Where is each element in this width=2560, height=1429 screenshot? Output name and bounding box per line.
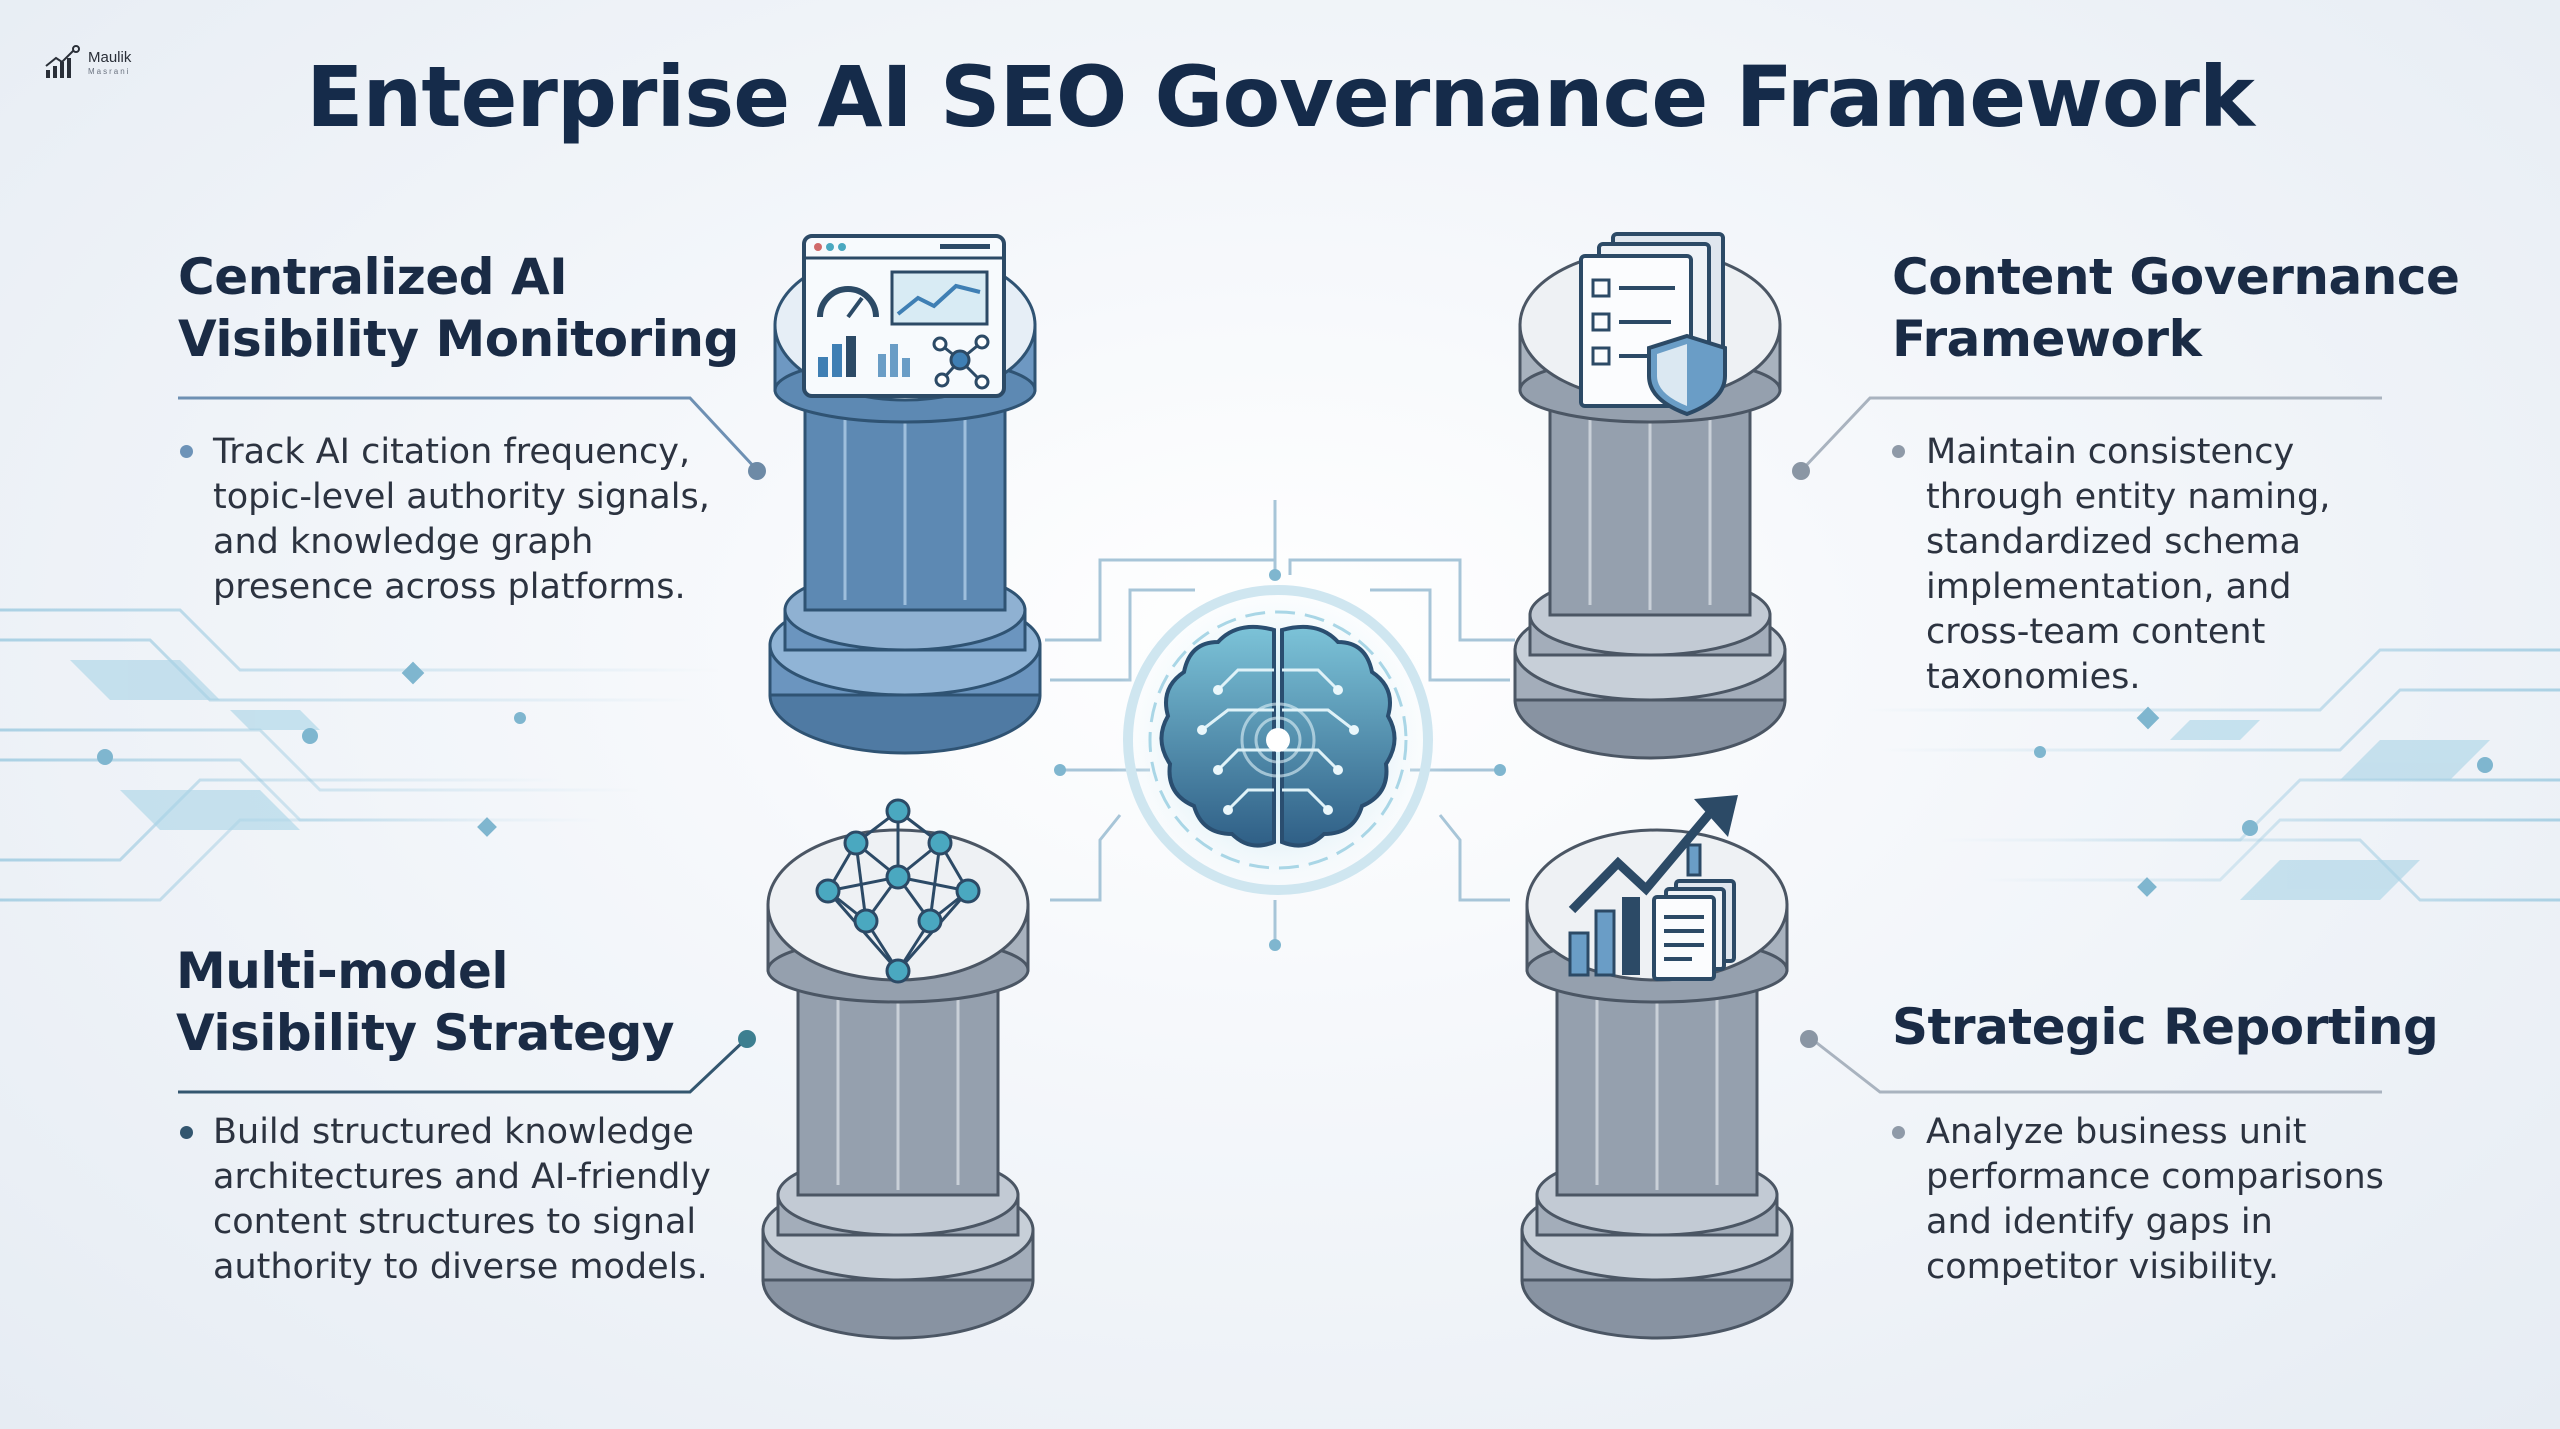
document-shield-icon — [1579, 232, 1727, 417]
neural-network-icon — [815, 798, 981, 984]
description-line: implementation, and — [1926, 567, 2292, 607]
heading-line: Multi-model — [176, 942, 509, 1000]
pillar-description: Maintain consistency through entity nami… — [1926, 430, 2330, 700]
brain-circuit-icon — [1108, 580, 1448, 900]
page-title: Enterprise AI SEO Governance Framework — [306, 48, 2255, 146]
description-line: Maintain consistency — [1926, 432, 2295, 472]
maulik-logo — [45, 45, 80, 78]
description-line: and identify gaps in — [1926, 1202, 2273, 1242]
pillar-column-gray — [761, 828, 1035, 1340]
description-line: presence across platforms. — [213, 567, 686, 607]
pillar-heading: Multi-model Visibility Strategy — [176, 940, 674, 1064]
pillar-description: Build structured knowledge architectures… — [213, 1110, 711, 1290]
heading-line: Strategic Reporting — [1892, 998, 2439, 1056]
bullet-dot — [180, 1126, 193, 1139]
bullet-dot — [1892, 1126, 1905, 1139]
description-line: competitor visibility. — [1926, 1247, 2279, 1287]
connector-dot — [738, 1030, 756, 1048]
description-line: Build structured knowledge — [213, 1112, 694, 1152]
heading-line: Centralized AI — [178, 248, 568, 306]
pillar-description: Track AI citation frequency, topic-level… — [213, 430, 710, 610]
description-line: content structures to signal — [213, 1202, 697, 1242]
heading-line: Visibility Strategy — [176, 1004, 674, 1062]
description-line: standardized schema — [1926, 522, 2301, 562]
description-line: topic-level authority signals, — [213, 477, 710, 517]
heading-line: Framework — [1892, 310, 2202, 368]
heading-line: Visibility Monitoring — [178, 310, 739, 368]
pillar-heading: Strategic Reporting — [1892, 996, 2439, 1058]
description-line: and knowledge graph — [213, 522, 594, 562]
description-line: authority to diverse models. — [213, 1247, 708, 1287]
logo-name: Maulik — [88, 49, 132, 66]
growth-report-icon — [1568, 795, 1738, 981]
description-line: through entity naming, — [1926, 477, 2331, 517]
description-line: taxonomies. — [1926, 657, 2141, 697]
description-line: architectures and AI-friendly — [213, 1157, 711, 1197]
pillar-heading: Content Governance Framework — [1892, 246, 2460, 370]
dashboard-icon — [802, 234, 1006, 398]
description-line: performance comparisons — [1926, 1157, 2384, 1197]
description-line: Analyze business unit — [1926, 1112, 2307, 1152]
description-line: Track AI citation frequency, — [213, 432, 691, 472]
connector-dot — [1792, 462, 1810, 480]
logo-subname: Masrani — [88, 67, 131, 76]
bullet-dot — [1892, 445, 1905, 458]
pillar-heading: Centralized AI Visibility Monitoring — [178, 246, 739, 370]
pillar-description: Analyze business unit performance compar… — [1926, 1110, 2384, 1290]
heading-line: Content Governance — [1892, 248, 2460, 306]
connector-dot — [748, 462, 766, 480]
connector-dot — [1800, 1030, 1818, 1048]
description-line: cross-team content — [1926, 612, 2266, 652]
bullet-dot — [180, 445, 193, 458]
